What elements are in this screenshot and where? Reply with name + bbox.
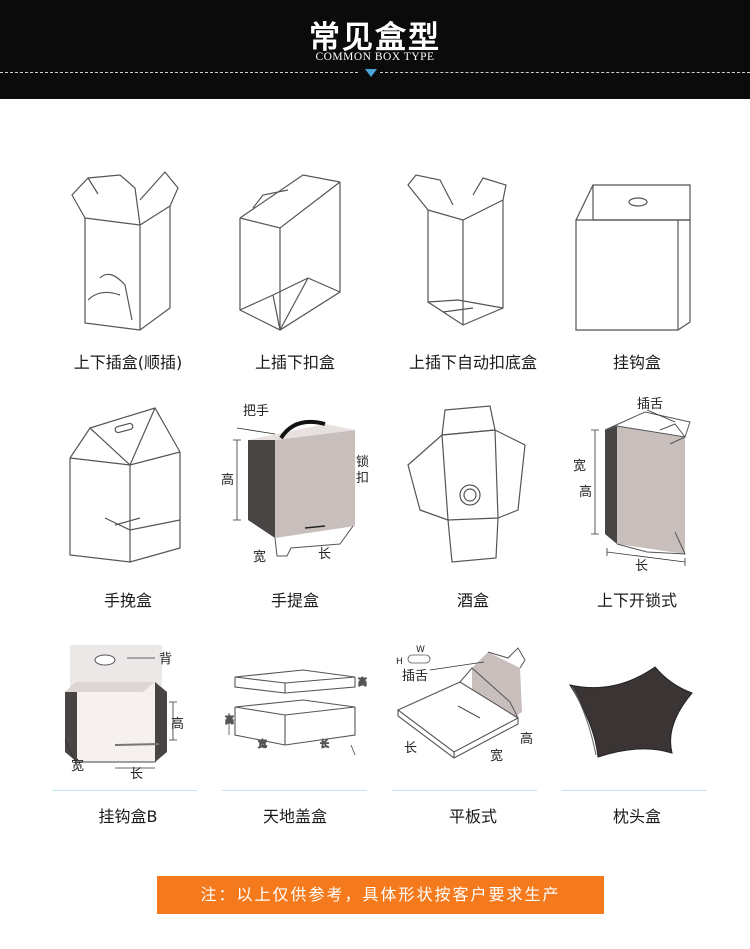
width-annotation: 宽 <box>258 738 267 750</box>
snap-lock-bottom-box-icon <box>239 174 341 331</box>
h-annotation: H <box>396 657 403 667</box>
hanger-box-b-icon: 背 高 宽 长 <box>64 645 184 782</box>
box-label-6: 手提盒 <box>270 591 319 610</box>
box-label-9: 挂钩盒B <box>98 807 158 826</box>
header-bar: 常见盒型 COMMON BOX TYPE <box>0 0 750 99</box>
tongue-annotation: 插舌 <box>402 669 428 684</box>
base-height-annotation: 高 <box>225 714 234 726</box>
flat-mailer-box-icon: W H 插舌 长 宽 高 <box>396 645 533 764</box>
width-annotation: 宽 <box>71 758 84 774</box>
hanger-box-icon <box>575 184 691 331</box>
width-annotation: 宽 <box>490 748 503 764</box>
box-label-2: 上插下扣盒 <box>254 353 335 372</box>
length-annotation: 长 <box>318 547 331 562</box>
height-annotation: 高 <box>520 731 533 747</box>
tongue-annotation: 插舌 <box>637 397 663 412</box>
down-triangle-icon <box>365 69 377 77</box>
auto-lock-bottom-box-icon <box>407 174 507 326</box>
box-label-1: 上下插盒(顺插) <box>73 353 183 372</box>
width-annotation: 宽 <box>573 458 586 474</box>
separator-3 <box>392 790 537 791</box>
back-annotation: 背 <box>159 652 172 667</box>
box-label-8: 上下开锁式 <box>596 591 677 610</box>
box-label-7: 酒盒 <box>456 591 489 610</box>
separator-1 <box>52 790 197 791</box>
lock-annotation-1: 锁 <box>356 454 369 470</box>
handle-annotation: 把手 <box>243 404 269 419</box>
tuck-end-box-icon <box>71 171 179 331</box>
carry-handle-box-icon: 把手 高 锁 扣 宽 长 <box>221 404 369 565</box>
height-annotation: 高 <box>171 716 184 732</box>
lid-and-base-box-icon: 高 高 宽 长 <box>225 669 368 756</box>
wine-box-icon <box>407 405 526 563</box>
gable-handle-box-icon <box>69 407 181 563</box>
box-label-3: 上插下自动扣底盒 <box>408 353 537 372</box>
header-divider-right <box>380 72 750 73</box>
disclaimer-note: 注：以上仅供参考，具体形状按客户要求生产 <box>157 876 604 914</box>
length-annotation: 长 <box>635 559 648 572</box>
page-subtitle: COMMON BOX TYPE <box>315 51 435 63</box>
separator-4 <box>562 790 707 791</box>
header-divider-left <box>0 72 358 73</box>
length-annotation: 长 <box>130 767 143 782</box>
lid-height-annotation: 高 <box>358 676 367 688</box>
length-annotation: 长 <box>404 741 417 756</box>
width-annotation: 宽 <box>253 549 266 565</box>
box-label-10: 天地盖盒 <box>262 807 327 826</box>
box-label-11: 平板式 <box>448 807 497 826</box>
separator-2 <box>222 790 367 791</box>
lock-annotation-2: 扣 <box>356 471 369 486</box>
height-annotation: 高 <box>579 484 592 500</box>
box-label-12: 枕头盒 <box>612 807 661 826</box>
w-annotation: W <box>416 645 425 655</box>
box-label-4: 挂钩盒 <box>612 353 661 372</box>
length-annotation: 长 <box>320 738 329 750</box>
top-bottom-lock-box-icon: 插舌 宽 高 长 <box>573 397 691 572</box>
height-annotation: 高 <box>221 472 234 488</box>
page-title: 常见盒型 <box>309 20 441 56</box>
box-label-5: 手挽盒 <box>103 591 152 610</box>
pillow-box-icon <box>568 666 693 758</box>
